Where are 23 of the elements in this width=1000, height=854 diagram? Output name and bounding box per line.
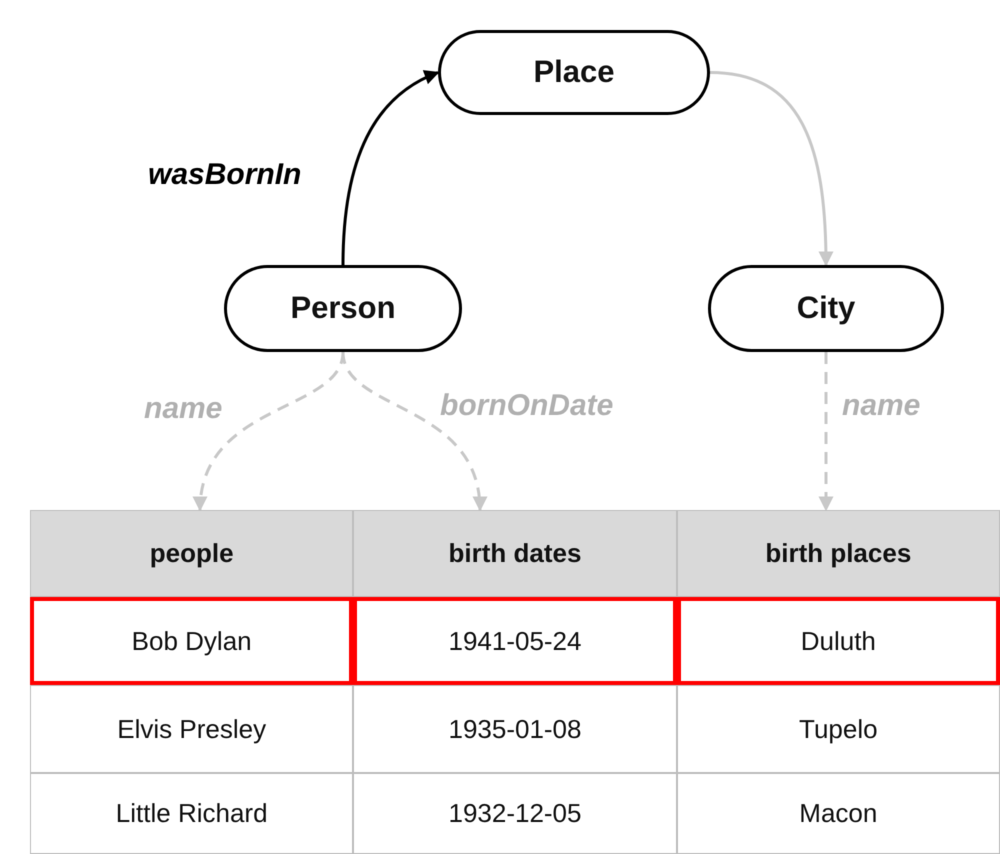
header-cell: birth places (676, 510, 1000, 597)
arrow (342, 352, 486, 512)
table-cell: Little Richard (30, 773, 354, 854)
table-cell: Elvis Presley (30, 685, 354, 773)
table-cell: Duluth (676, 597, 1000, 685)
class-node: Place (438, 30, 710, 115)
arrow (710, 71, 834, 266)
table-cell: 1941-05-24 (353, 597, 677, 685)
table-cell: Tupelo (676, 685, 1000, 773)
class-node: City (708, 265, 944, 352)
arrow (342, 70, 440, 266)
edge-label: wasBornIn (148, 157, 302, 193)
edge-label: name (144, 391, 222, 427)
class-node: Person (224, 265, 462, 352)
table-cell: Macon (676, 773, 1000, 854)
table-cell: 1932-12-05 (353, 773, 677, 854)
table-cell: 1935-01-08 (353, 685, 677, 773)
edge-label: name (842, 388, 920, 424)
arrow (818, 352, 834, 512)
edge-label: bornOnDate (440, 388, 614, 424)
table-cell: Bob Dylan (30, 597, 354, 685)
header-cell: people (30, 510, 354, 597)
header-cell: birth dates (353, 510, 677, 597)
